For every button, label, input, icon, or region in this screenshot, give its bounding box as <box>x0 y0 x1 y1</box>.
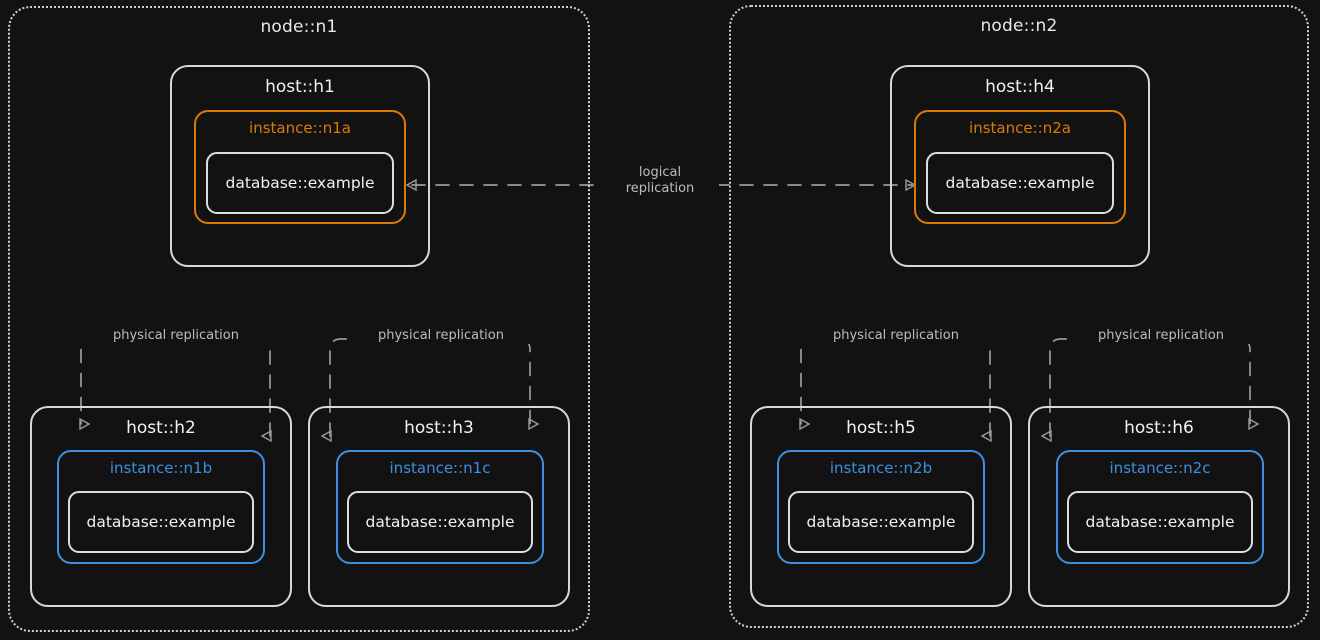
database-label: database::example <box>945 174 1095 192</box>
edge-label-physical-replication-n2c: physical replication <box>1068 328 1254 345</box>
host-label-h2: host::h2 <box>126 418 196 438</box>
instance-label-n2a: instance::n2a <box>969 119 1071 137</box>
host-container-h1[interactable]: host::h1 <box>170 65 430 267</box>
database-label: database::example <box>365 513 515 531</box>
edge-label-logical-replication: logical replication <box>601 165 719 198</box>
instance-label-n1c: instance::n1c <box>389 459 491 477</box>
database-container-n1b[interactable]: database::example <box>68 491 254 553</box>
host-container-h6[interactable]: host::h6 <box>1028 406 1290 607</box>
host-container-h5[interactable]: host::h5 <box>750 406 1012 607</box>
edge-label-physical-replication-n1b: physical replication <box>83 328 269 345</box>
node-container-n1[interactable]: node::n1 <box>8 6 590 632</box>
host-container-h3[interactable]: host::h3 <box>308 406 570 607</box>
host-label-h6: host::h6 <box>1124 418 1194 438</box>
instance-container-n1a[interactable]: instance::n1a <box>194 110 406 224</box>
database-container-n2c[interactable]: database::example <box>1067 491 1253 553</box>
edge-label-physical-replication-n2b: physical replication <box>803 328 989 345</box>
database-label: database::example <box>86 513 236 531</box>
edge-label-physical-replication-n1c: physical replication <box>348 328 534 345</box>
instance-container-n2c[interactable]: instance::n2c <box>1056 450 1264 564</box>
node-label-n2: node::n2 <box>980 16 1058 36</box>
host-label-h5: host::h5 <box>846 418 916 438</box>
database-container-n2a[interactable]: database::example <box>926 152 1114 214</box>
instance-container-n1c[interactable]: instance::n1c <box>336 450 544 564</box>
instance-label-n1b: instance::n1b <box>109 459 213 477</box>
instance-container-n2b[interactable]: instance::n2b <box>777 450 985 564</box>
database-container-n1c[interactable]: database::example <box>347 491 533 553</box>
host-label-h3: host::h3 <box>404 418 474 438</box>
database-label: database::example <box>806 513 956 531</box>
host-container-h2[interactable]: host::h2 <box>30 406 292 607</box>
host-container-h4[interactable]: host::h4 <box>890 65 1150 267</box>
database-container-n2b[interactable]: database::example <box>788 491 974 553</box>
instance-label-n2b: instance::n2b <box>829 459 933 477</box>
node-container-n2[interactable]: node::n2 <box>729 5 1309 628</box>
instance-container-n1b[interactable]: instance::n1b <box>57 450 265 564</box>
database-container-n1a[interactable]: database::example <box>206 152 394 214</box>
node-label-n1: node::n1 <box>260 17 338 37</box>
database-label: database::example <box>225 174 375 192</box>
host-label-h1: host::h1 <box>265 77 335 97</box>
host-label-h4: host::h4 <box>985 77 1055 97</box>
instance-label-n2c: instance::n2c <box>1109 459 1211 477</box>
instance-container-n2a[interactable]: instance::n2a <box>914 110 1126 224</box>
database-label: database::example <box>1085 513 1235 531</box>
instance-label-n1a: instance::n1a <box>249 119 351 137</box>
